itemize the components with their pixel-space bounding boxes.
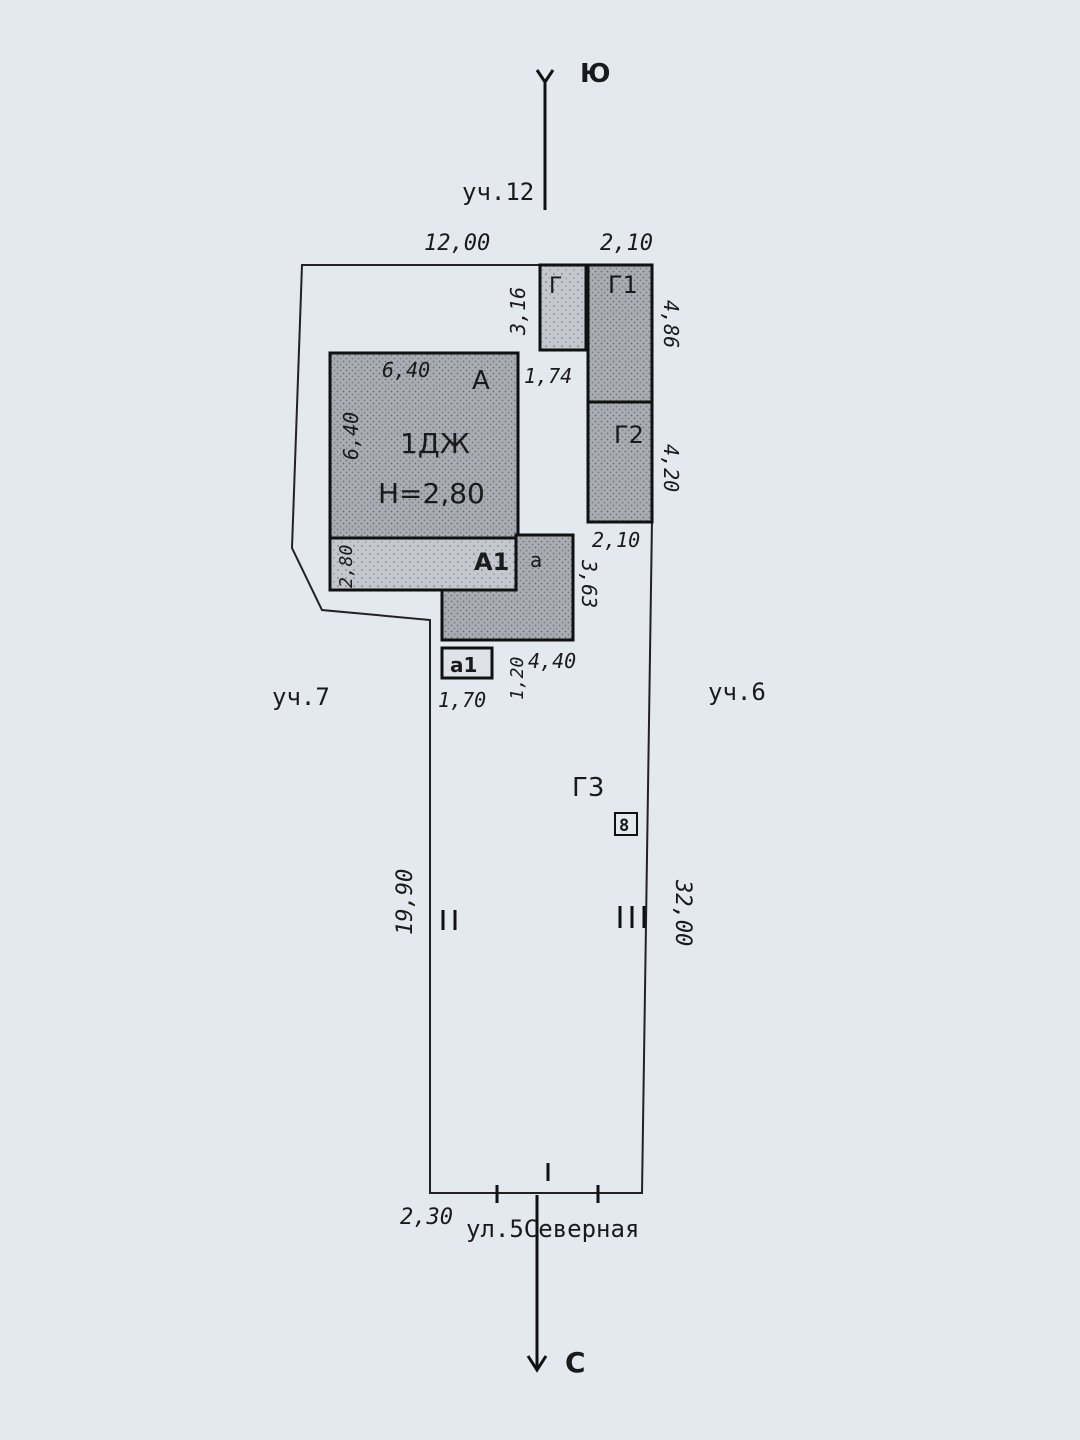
label-a-porch: а [530, 548, 542, 572]
well-symbol-box [614, 812, 638, 836]
dim-g2-bottom: 2,10 [592, 528, 640, 552]
dim-g2-height: 4,20 [659, 444, 683, 492]
compass-north: С [526, 1195, 586, 1379]
dim-a1s-height: 1,20 [507, 657, 528, 700]
label-g2: Г2 [614, 421, 644, 449]
label-a: А [472, 366, 490, 396]
neighbor-top: уч.12 [462, 178, 534, 206]
building-a1-small [440, 646, 494, 680]
south-label: Ю [580, 59, 611, 89]
compass-south: Ю [535, 59, 611, 210]
label-a1: А1 [474, 548, 509, 576]
dim-left-side: 19,90 [393, 869, 418, 935]
dim-g-width: 1,74 [524, 364, 572, 388]
fence-mark-right [618, 906, 646, 928]
dim-a-left: 6,40 [339, 412, 363, 460]
dim-right-side: 32,00 [670, 879, 695, 946]
dim-a-width: 4,40 [528, 649, 576, 673]
neighbor-right: уч.6 [708, 678, 766, 706]
building-a [328, 351, 520, 540]
dim-a1s-width: 1,70 [438, 688, 486, 712]
dim-g1-height: 4,86 [659, 300, 683, 348]
building-g [538, 263, 588, 352]
label-1dzh: 1ДЖ [400, 427, 470, 460]
fence-mark-left [441, 910, 457, 930]
dim-top-left: 12,00 [424, 231, 490, 256]
building-a1 [328, 536, 518, 592]
label-height: H=2,80 [378, 477, 485, 510]
north-label: С [565, 1346, 586, 1379]
dim-a1-height: 2,80 [336, 545, 357, 588]
dim-top-right: 2,10 [600, 231, 653, 256]
label-g3: Г3 [572, 773, 604, 803]
neighbor-left: уч.7 [272, 683, 330, 711]
label-a1-small: а1 [450, 653, 477, 677]
dim-g-height: 3,16 [506, 287, 530, 336]
dim-a-top: 6,40 [382, 358, 430, 382]
building-g2 [586, 400, 654, 524]
dim-bottom-left: 2,30 [400, 1205, 453, 1230]
label-g: Г [549, 274, 562, 299]
label-g1: Г1 [608, 271, 638, 299]
building-a-porch [440, 533, 575, 642]
well-symbol: 8 [619, 816, 629, 836]
dim-a-height: 3,63 [577, 559, 601, 608]
street-label: ул.5Северная [466, 1215, 639, 1243]
